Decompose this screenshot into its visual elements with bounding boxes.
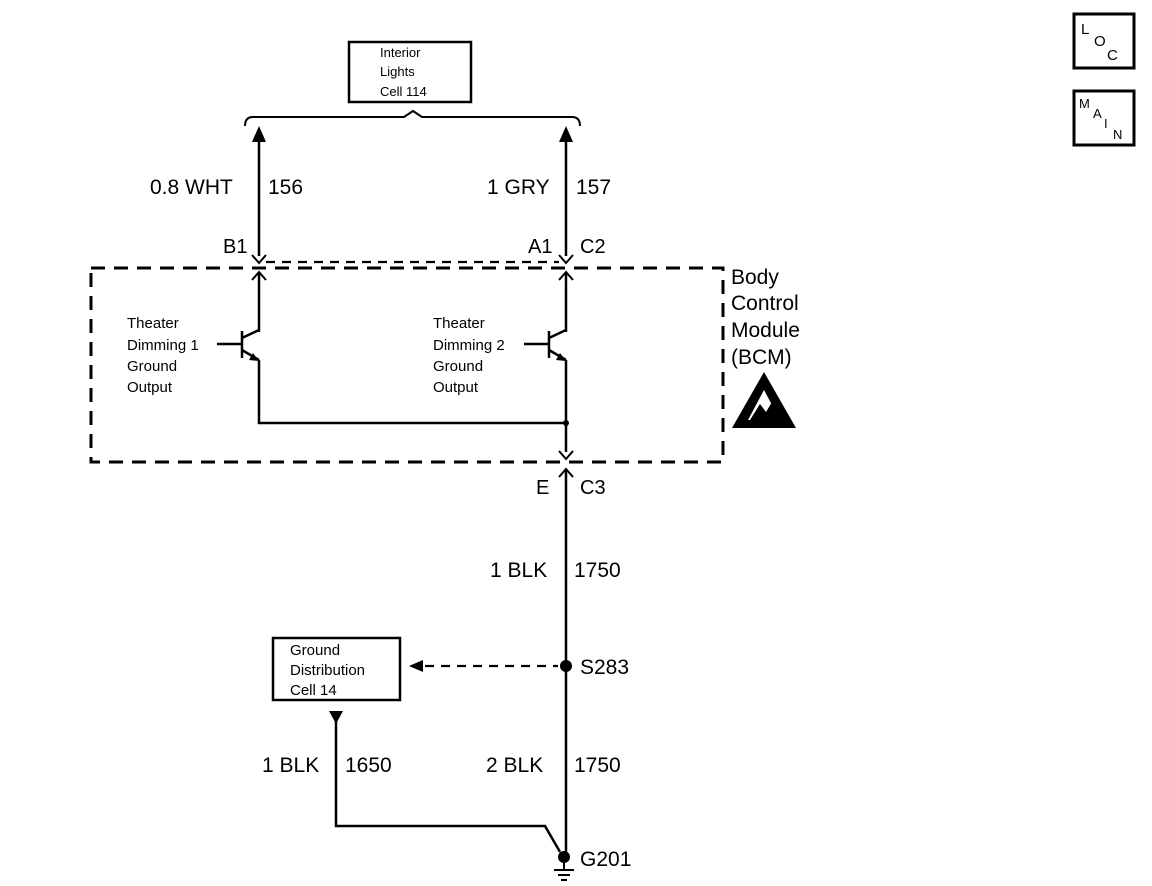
svg-text:Theater: Theater	[127, 315, 179, 332]
splice-s283-label: S283	[580, 656, 629, 679]
svg-text:L: L	[1081, 21, 1089, 38]
svg-text:Ground: Ground	[290, 642, 340, 659]
arrow-down-1650	[329, 711, 343, 724]
svg-text:Output: Output	[127, 379, 173, 396]
transistor-dimming-2-icon	[524, 328, 567, 362]
bcm-outline	[89, 266, 725, 464]
bcm-emitter-bus	[257, 360, 566, 425]
wire-1750-top-color-label: 1 BLK	[490, 559, 547, 582]
pin-e-label: E	[536, 477, 549, 499]
svg-text:Cell 114: Cell 114	[380, 84, 427, 99]
wire-1650	[334, 722, 562, 853]
svg-text:Output: Output	[433, 379, 479, 396]
svg-text:N: N	[1113, 127, 1122, 142]
svg-text:Control: Control	[731, 292, 799, 315]
wire-1750-bottom-circuit-label: 1750	[574, 754, 621, 777]
svg-text:Distribution: Distribution	[290, 662, 365, 679]
connector-c2-label: C2	[580, 236, 606, 258]
ground-distribution-arrow	[409, 660, 423, 672]
connector-a1-mark	[558, 254, 574, 265]
wire-1750-top-circuit-label: 1750	[574, 559, 621, 582]
connector-e-mark-upper	[558, 450, 574, 461]
bcm-internal-junction	[563, 420, 569, 426]
transistor-dimming-1-icon	[217, 328, 260, 362]
wire-156-circuit-label: 156	[268, 176, 303, 199]
interior-lights-reference[interactable]: Interior Lights Cell 114	[347, 40, 473, 104]
svg-text:Lights: Lights	[380, 64, 415, 79]
loc-tab-button[interactable]: L O C	[1072, 12, 1136, 70]
svg-text:A: A	[1093, 106, 1102, 121]
connector-c3-label: C3	[580, 477, 606, 499]
wire-157-color-label: 1 GRY	[487, 176, 550, 199]
svg-text:Dimming 1: Dimming 1	[127, 337, 199, 354]
wire-157-circuit-label: 157	[576, 176, 611, 199]
bcm-label: Body Control Module (BCM)	[731, 266, 800, 369]
svg-text:C: C	[1107, 47, 1118, 64]
svg-text:Ground: Ground	[127, 358, 177, 375]
svg-text:I: I	[1104, 116, 1108, 131]
svg-text:Ground: Ground	[433, 358, 483, 375]
wire-1750-bottom-color-label: 2 BLK	[486, 754, 543, 777]
wire-1650-color-label: 1 BLK	[262, 754, 319, 777]
esd-sensitive-icon	[732, 372, 796, 428]
arrow-up-157	[559, 126, 573, 142]
svg-text:Body: Body	[731, 266, 779, 289]
splice-s283[interactable]	[560, 660, 572, 672]
ground-distribution-reference[interactable]: Ground Distribution Cell 14	[271, 636, 402, 702]
wire-1650-circuit-label: 1650	[345, 754, 392, 777]
wire-156-color-label: 0.8 WHT	[150, 176, 233, 199]
output-dimming-2-label: Theater Dimming 2 Ground Output	[433, 315, 505, 396]
arrow-up-156	[252, 126, 266, 142]
pin-b1-label: B1	[223, 236, 247, 258]
svg-text:Interior: Interior	[380, 45, 421, 60]
main-tab-button[interactable]: M A I N	[1072, 89, 1136, 147]
lights-brace	[244, 109, 581, 127]
connector-e-mark-lower	[558, 467, 574, 478]
svg-text:(BCM): (BCM)	[731, 346, 792, 369]
svg-text:Theater: Theater	[433, 315, 485, 332]
ground-g201-icon[interactable]	[554, 851, 574, 881]
svg-text:Cell 14: Cell 14	[290, 682, 337, 699]
svg-text:M: M	[1079, 96, 1090, 111]
svg-text:Dimming 2: Dimming 2	[433, 337, 505, 354]
ground-g201-label: G201	[580, 848, 631, 871]
pin-a1-label: A1	[528, 236, 552, 258]
output-dimming-1-label: Theater Dimming 1 Ground Output	[127, 315, 199, 396]
svg-text:Module: Module	[731, 319, 800, 342]
connector-b1-mark	[251, 254, 267, 265]
svg-text:O: O	[1094, 33, 1106, 50]
